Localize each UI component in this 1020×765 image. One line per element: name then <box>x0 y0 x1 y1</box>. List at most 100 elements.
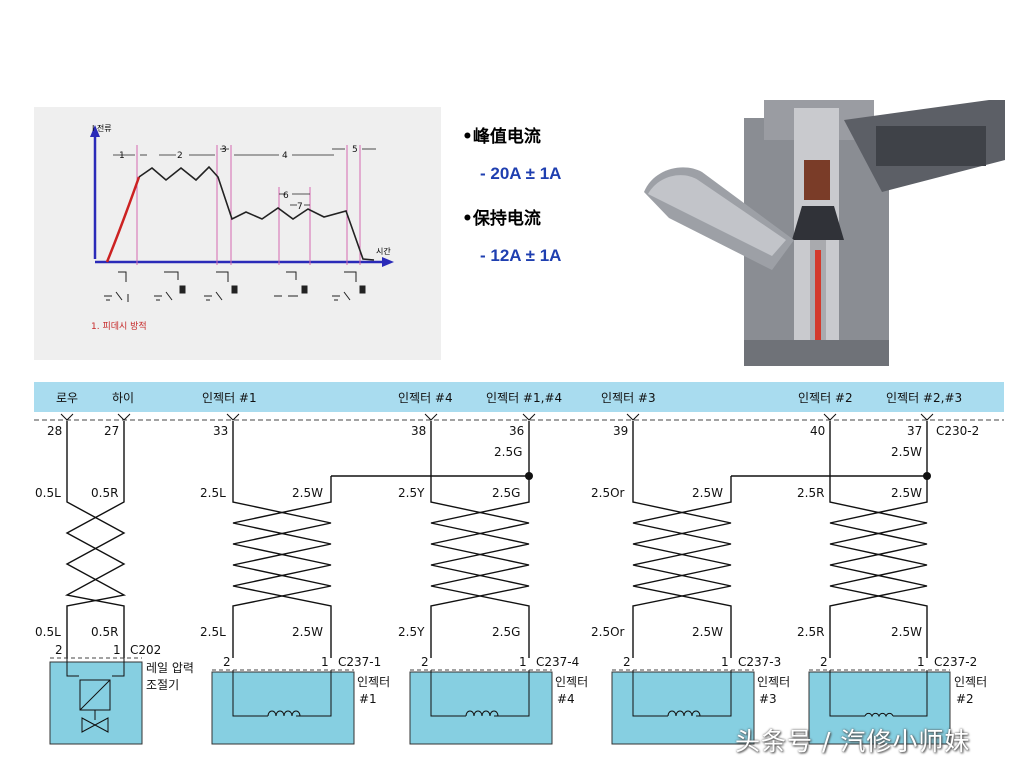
connector-c237-1: C237-1 <box>338 655 381 669</box>
connector-c237-4: C237-4 <box>536 655 579 669</box>
regulator-pin-2: 2 <box>55 643 63 657</box>
wire-lower-6: 2.5Or <box>591 625 625 639</box>
wire-label-splice-w: 2.5W <box>891 445 922 459</box>
wire-lower-9: 2.5W <box>891 625 922 639</box>
watermark: 头条号 / 汽修小师妹 <box>735 727 971 756</box>
header-labels: 로우 하이 인젝터 #1 인젝터 #4 인젝터 #1,#4 인젝터 #3 인젝터… <box>56 391 962 405</box>
phase-marker-lines <box>136 145 361 265</box>
upper-wire-labels: 0.5L 0.5R 2.5L 2.5W 2.5Y 2.5G 2.5Or 2.5W… <box>35 486 922 500</box>
header-label-injector-2-3: 인젝터 #2,#3 <box>886 391 962 405</box>
graph-x-axis-label: 시간 <box>376 246 391 256</box>
wire-lower-0: 0.5L <box>35 625 61 639</box>
injector-2-pin-1: 1 <box>917 655 925 669</box>
wire-lower-3: 2.5W <box>292 625 323 639</box>
header-label-injector-1: 인젝터 #1 <box>202 391 257 405</box>
wire-upper-6: 2.5Or <box>591 486 625 500</box>
wire-upper-8: 2.5R <box>797 486 824 500</box>
pin-27: 27 <box>104 424 119 438</box>
wire-upper-2: 2.5L <box>200 486 226 500</box>
wire-upper-4: 2.5Y <box>398 486 425 500</box>
rail-pressure-regulator: 2 1 C202 레일 압력 조절기 <box>49 643 194 745</box>
lower-wire-labels: 0.5L 0.5R 2.5L 2.5W 2.5Y 2.5G 2.5Or 2.5W… <box>35 625 922 639</box>
top-pin-numbers: 28 27 33 38 36 39 40 37 <box>47 424 922 438</box>
injector-3-coil-icon <box>667 710 701 717</box>
injector-1-label: 인젝터 <box>357 675 390 689</box>
injector-4-label: 인젝터 <box>555 675 588 689</box>
wire-lower-4: 2.5Y <box>398 625 425 639</box>
injector-2-block: 2 1 C237-2 인젝터 #2 <box>808 655 987 745</box>
regulator-pin-1: 1 <box>113 643 121 657</box>
injector-3-block: 2 1 C237-3 인젝터 #3 <box>611 655 790 745</box>
wire-upper-5: 2.5G <box>492 486 520 500</box>
current-graph-svg: I 전류 시간 1 2 3 4 5 6 7 <box>90 123 394 332</box>
current-spec-panel: •峰值电流 - 20A ± 1A •保持电流 - 12A ± 1A <box>462 118 632 278</box>
pin-38: 38 <box>411 424 426 438</box>
injector-1-pin-2: 2 <box>223 655 231 669</box>
wire-upper-0: 0.5L <box>35 486 61 500</box>
injector-1-block: 2 1 C237-1 인젝터 #1 <box>211 655 390 745</box>
connector-c230-2: C230-2 <box>936 424 979 438</box>
phase-label-1: 1 <box>119 151 125 161</box>
peak-current-value: - 20A ± 1A <box>480 164 562 183</box>
pin-33: 33 <box>213 424 228 438</box>
pin-36: 36 <box>509 424 524 438</box>
phase-dimensions <box>113 148 376 206</box>
header-label-injector-3: 인젝터 #3 <box>601 391 656 405</box>
injector-4-pin-2: 2 <box>421 655 429 669</box>
connector-c202: C202 <box>130 643 161 657</box>
injector-2-pin-2: 2 <box>820 655 828 669</box>
phase-label-4: 4 <box>282 151 288 161</box>
wire-lower-2: 2.5L <box>200 625 226 639</box>
wire-paths <box>64 421 928 658</box>
wire-lower-5: 2.5G <box>492 625 520 639</box>
injector-2-number: #2 <box>956 692 974 706</box>
connector-c237-2: C237-2 <box>934 655 977 669</box>
header-label-low: 로우 <box>56 391 78 405</box>
header-label-injector-4: 인젝터 #4 <box>398 391 453 405</box>
wire-upper-9: 2.5W <box>891 486 922 500</box>
injector-wiring-diagram: 로우 하이 인젝터 #1 인젝터 #4 인젝터 #1,#4 인젝터 #3 인젝터… <box>34 380 1004 752</box>
injector-4-number: #4 <box>557 692 575 706</box>
phase-label-3: 3 <box>221 145 227 155</box>
x-axis-arrow-icon <box>382 257 394 267</box>
injector-3-pin-2: 2 <box>623 655 631 669</box>
phase-label-7: 7 <box>297 202 303 212</box>
wire-upper-1: 0.5R <box>91 486 118 500</box>
y-axis-arrow-icon <box>90 125 100 137</box>
valve-icon <box>81 717 109 733</box>
wire-upper-3: 2.5W <box>292 486 323 500</box>
wire-label-splice-g: 2.5G <box>494 445 522 459</box>
regulator-label-2: 조절기 <box>146 678 179 692</box>
header-label-injector-2: 인젝터 #2 <box>798 391 853 405</box>
header-label-injector-1-4: 인젝터 #1,#4 <box>486 391 562 405</box>
pin-40: 40 <box>810 424 825 438</box>
injector-3-number: #3 <box>759 692 777 706</box>
injector-cutaway-svg <box>644 100 1005 366</box>
hold-current-value: - 12A ± 1A <box>480 246 562 265</box>
wiring-diagram-svg: 로우 하이 인젝터 #1 인젝터 #4 인젝터 #1,#4 인젝터 #3 인젝터… <box>34 382 1004 745</box>
current-trace <box>138 165 375 261</box>
wire-lower-8: 2.5R <box>797 625 824 639</box>
pin-37: 37 <box>907 424 922 438</box>
injector-1-number: #1 <box>359 692 377 706</box>
splice-dot-1-4 <box>525 472 533 480</box>
connector-c237-3: C237-3 <box>738 655 781 669</box>
wire-lower-7: 2.5W <box>692 625 723 639</box>
wire-lower-1: 0.5R <box>91 625 118 639</box>
phase-label-5: 5 <box>352 145 358 155</box>
header-label-high: 하이 <box>112 391 134 405</box>
pin-28: 28 <box>47 424 62 438</box>
injector-3-pin-1: 1 <box>721 655 729 669</box>
injector-4-coil-icon <box>465 710 499 717</box>
injector-4-pin-1: 1 <box>519 655 527 669</box>
injector-cutaway-photo <box>644 100 1005 366</box>
graph-footnote: 1. 피데시 방적 <box>91 320 147 332</box>
ecu-header-bar <box>34 382 1004 412</box>
wire-upper-7: 2.5W <box>692 486 723 500</box>
current-rise-curve <box>105 176 141 263</box>
pin-arrow-icons <box>60 413 934 421</box>
peak-current-heading: •峰值电流 <box>462 127 541 147</box>
pin-39: 39 <box>613 424 628 438</box>
switch-state-icons <box>104 271 366 302</box>
injector-2-coil-icon <box>864 712 894 718</box>
